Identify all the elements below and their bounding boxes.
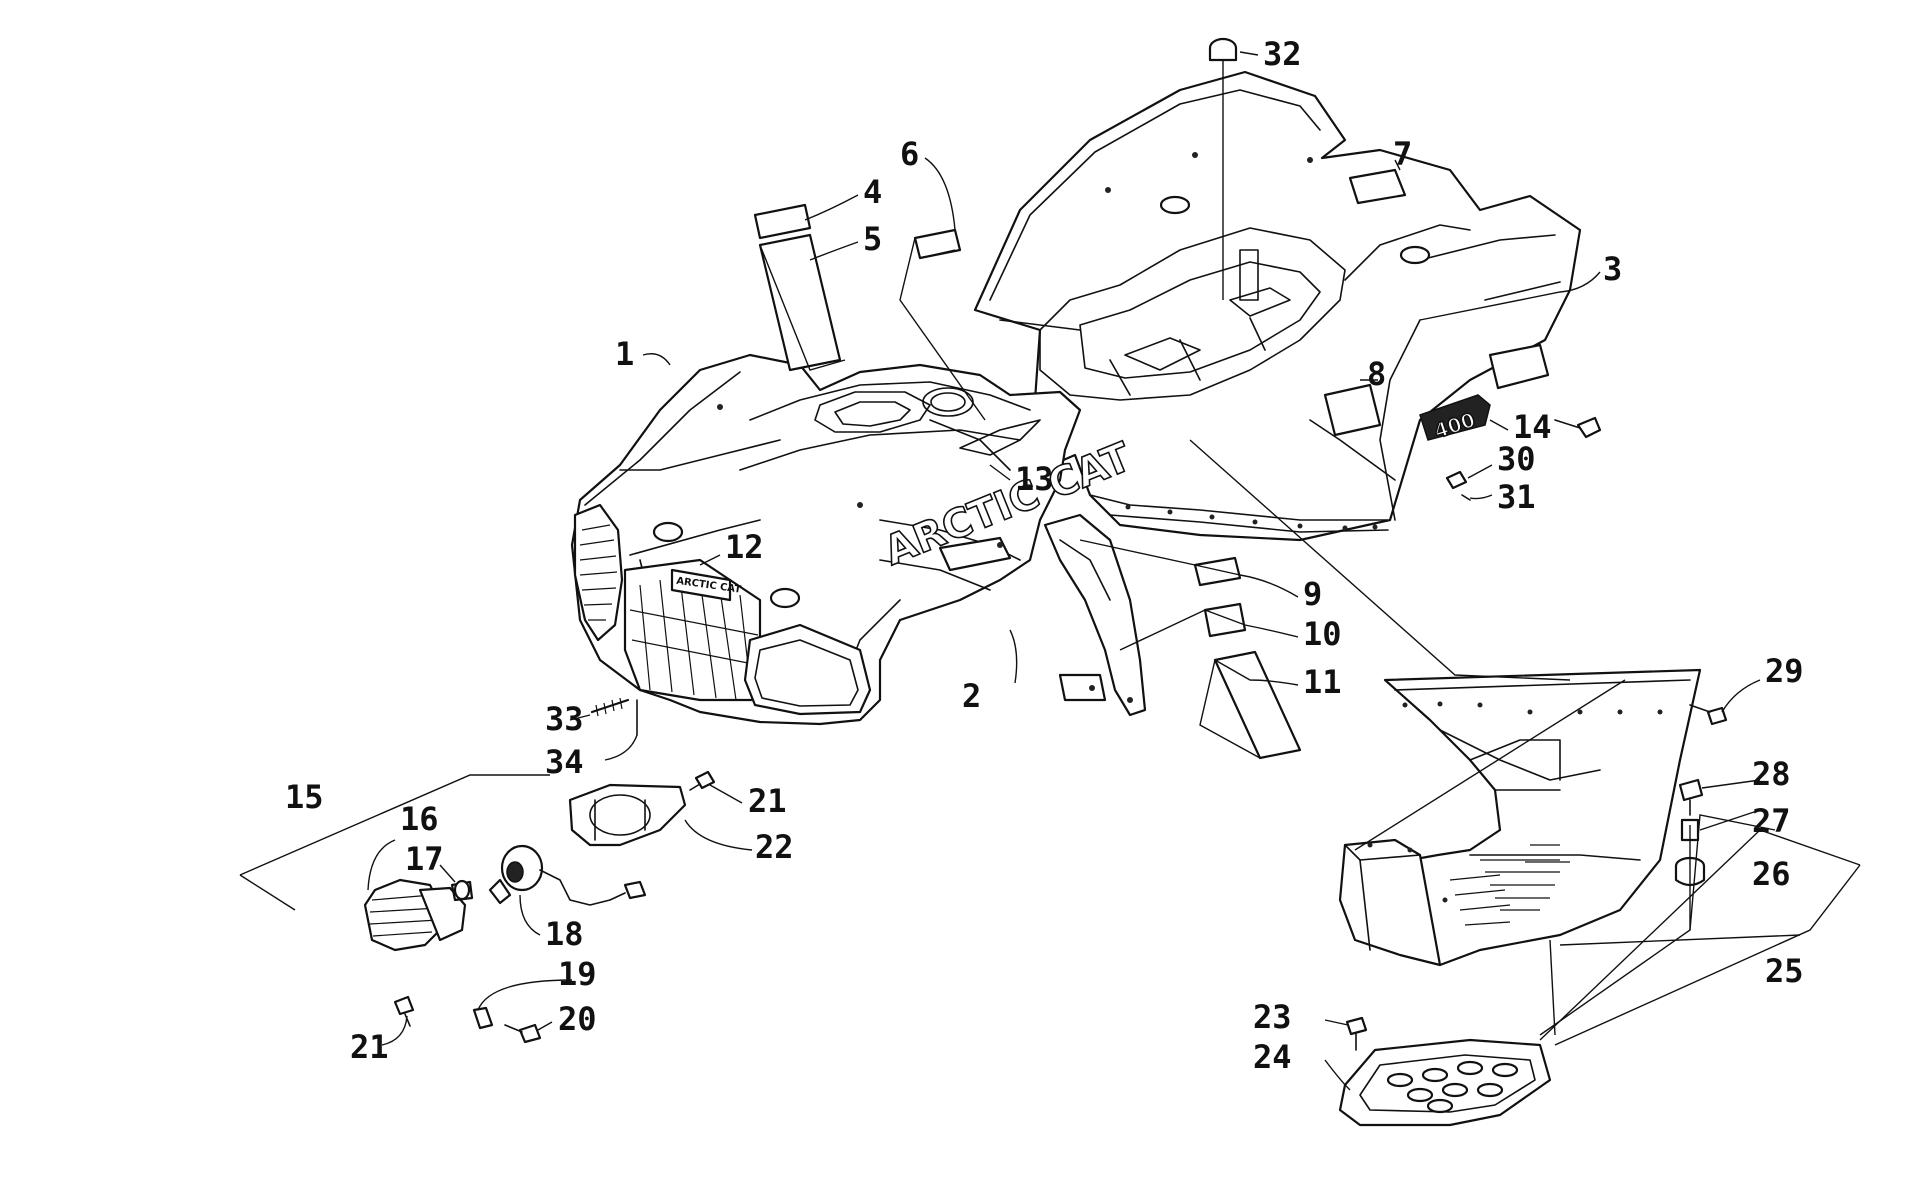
decal-2-stripe (938, 536, 1012, 572)
callout-21-lower: 21 (350, 1028, 389, 1066)
callout-4: 4 (863, 173, 882, 211)
callout-33: 33 (545, 700, 584, 738)
callout-15: 15 (285, 778, 324, 816)
callout-10: 10 (1303, 615, 1342, 653)
callout-22: 22 (755, 828, 794, 866)
callout-16: 16 (400, 800, 439, 838)
decal-9 (1193, 556, 1242, 587)
callout-2: 2 (962, 677, 981, 715)
decal-10 (1203, 602, 1247, 638)
front-body-panel: ARCTIC CAT ARCTIC CAT (570, 353, 1139, 726)
callout-11: 11 (1303, 663, 1342, 701)
side-badge-14: 400 (1419, 394, 1491, 444)
footwell-guard (1338, 838, 1442, 967)
floorboard-25 (1338, 668, 1702, 967)
callout-17: 17 (405, 840, 444, 878)
callout-32: 32 (1263, 35, 1302, 73)
callout-20: 20 (558, 1000, 597, 1038)
grille-badge-12: ARCTIC CAT (670, 568, 742, 602)
decal-3-stripe (1488, 343, 1550, 390)
callout-25: 25 (1765, 952, 1804, 990)
callout-5: 5 (863, 220, 882, 258)
decal-11 (1213, 650, 1302, 760)
callout-27: 27 (1752, 802, 1791, 840)
headlight-socket-18 (488, 844, 647, 906)
callout-1: 1 (615, 335, 634, 373)
callout-labels: 1 2 3 4 5 6 7 8 9 10 11 12 13 14 15 16 1… (285, 35, 1804, 1076)
callout-7: 7 (1393, 135, 1412, 173)
callout-34: 34 (545, 743, 584, 781)
decal-5 (758, 233, 842, 372)
nut-30 (1445, 470, 1468, 490)
callout-29: 29 (1765, 652, 1804, 690)
callout-9: 9 (1303, 575, 1322, 613)
callout-6: 6 (900, 135, 919, 173)
inner-fender (1043, 513, 1147, 717)
callout-23: 23 (1253, 998, 1292, 1036)
callout-26: 26 (1752, 855, 1791, 893)
decal-8-warning (1323, 383, 1382, 437)
headlight-opening-right (743, 623, 872, 716)
callout-14: 14 (1513, 408, 1552, 446)
leader-lines (239, 51, 1861, 1091)
callout-30: 30 (1497, 440, 1536, 478)
screw-20 (504, 1023, 542, 1044)
decal-4 (753, 203, 812, 240)
footrest-plate-24 (1338, 1038, 1552, 1127)
callout-31: 31 (1497, 478, 1536, 516)
bolt-28 (1678, 778, 1704, 816)
cap-32 (1208, 37, 1238, 62)
bolt-23 (1345, 1016, 1368, 1051)
bezel-22 (568, 783, 687, 847)
screw-21-b (393, 995, 415, 1027)
bolt-14 (1554, 416, 1602, 439)
callout-28: 28 (1752, 755, 1791, 793)
callout-24: 24 (1253, 1038, 1292, 1076)
callout-3: 3 (1603, 250, 1622, 288)
decal-7-warning (1348, 168, 1407, 205)
callout-19: 19 (558, 955, 597, 993)
screw-31 (1461, 494, 1471, 501)
callout-21-upper: 21 (748, 782, 787, 820)
headlight-opening-left (573, 503, 624, 642)
bulb-17 (453, 879, 471, 901)
decal-sheets (753, 203, 1302, 760)
screw-29 (1689, 704, 1728, 726)
clip-19 (472, 1006, 494, 1030)
screw-21-a (689, 770, 716, 791)
rear-body-panel: 400 (973, 70, 1582, 542)
callout-18: 18 (545, 915, 584, 953)
callout-13: 13 (1015, 460, 1054, 498)
rivet-33 (590, 697, 630, 717)
callout-8: 8 (1367, 355, 1386, 393)
callout-12: 12 (725, 528, 764, 566)
